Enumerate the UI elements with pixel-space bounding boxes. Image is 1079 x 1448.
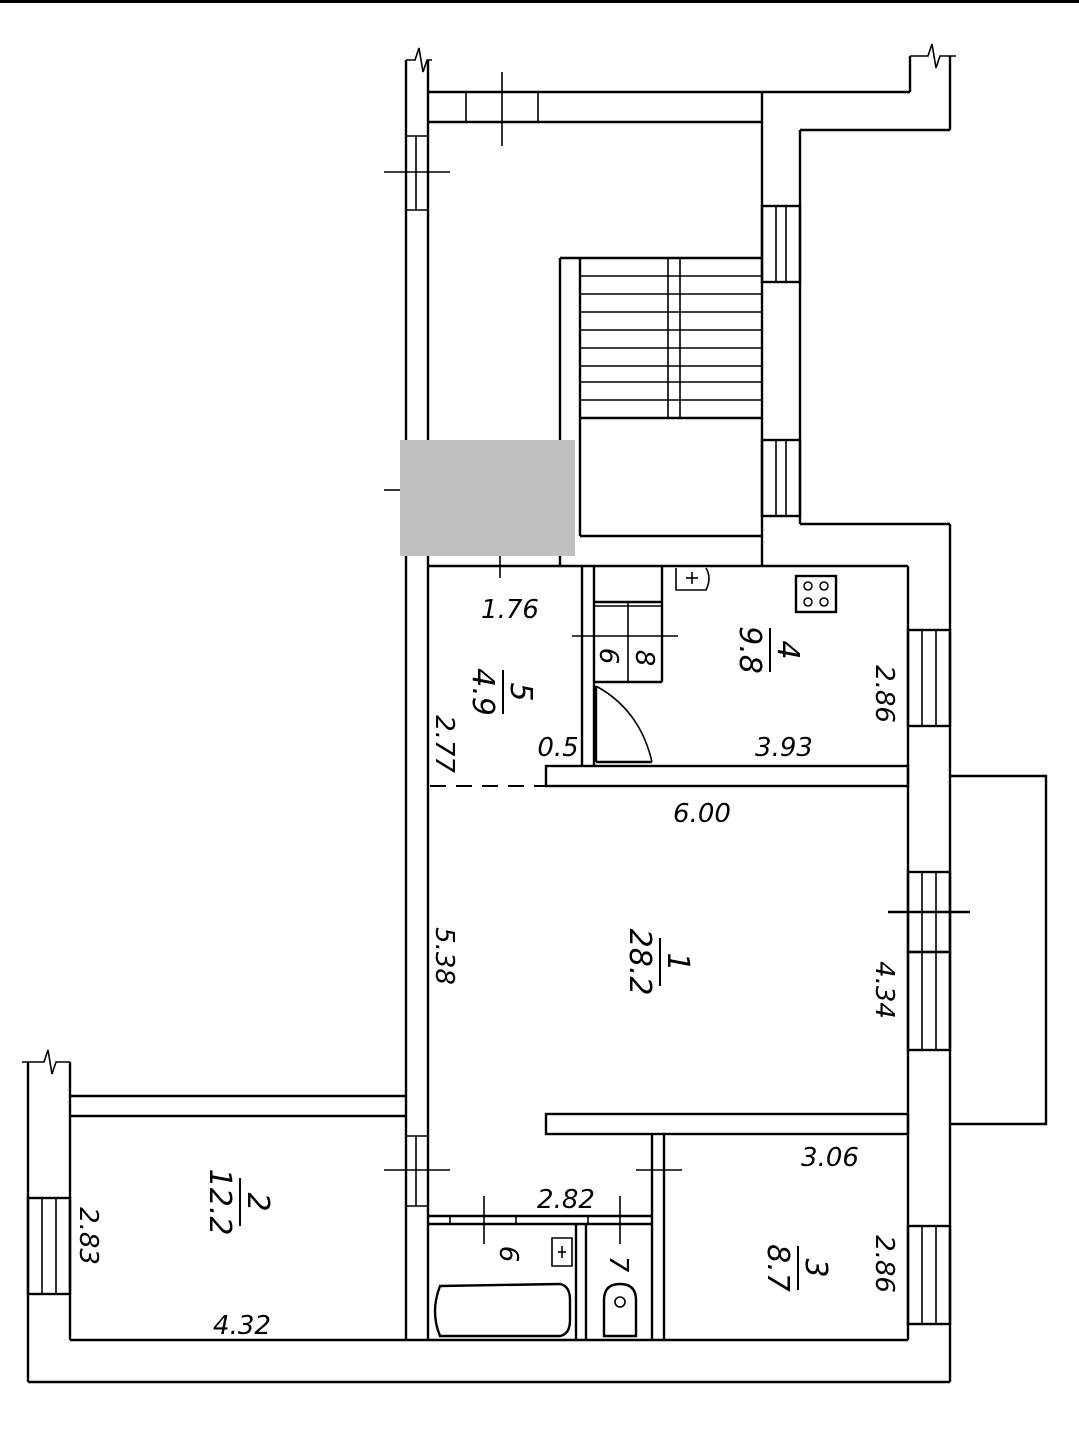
room-4-label: 4 9.8 (732, 626, 805, 674)
room-2-number: 2 (240, 1192, 275, 1211)
room-3-label: 3 8.7 (760, 1244, 833, 1292)
bath-number: 6 (493, 1246, 523, 1263)
room-1-area: 28.2 (622, 929, 657, 996)
room-5-area: 4.9 (465, 668, 500, 716)
wc-number: 7 (603, 1256, 633, 1273)
balcony (950, 774, 1048, 1126)
staircase (558, 256, 762, 566)
stove-icon (794, 574, 838, 614)
kitchen-door (594, 685, 653, 764)
room-4-area: 9.8 (732, 626, 767, 674)
closet-b-number: 8 (629, 650, 659, 667)
dim-3-06: 3.06 (801, 1143, 859, 1173)
dim-2-83: 2.83 (73, 1207, 103, 1265)
room-5-number: 5 (503, 682, 538, 701)
dim-0-5: 0.5 (537, 733, 578, 763)
room-1-label: 1 28.2 (622, 929, 695, 996)
bath-sink-icon (551, 1237, 573, 1267)
dim-2-77: 2.77 (429, 715, 459, 773)
closet-a-number: 6 (593, 648, 623, 665)
dim-2-86-room3: 2.86 (869, 1235, 899, 1293)
dim-4-34: 4.34 (869, 961, 899, 1019)
stair-window-top (760, 204, 802, 284)
room-4-number: 4 (770, 640, 805, 659)
room-1-number: 1 (660, 952, 695, 971)
toilet-icon (602, 1282, 638, 1338)
left-wall-window-top (406, 135, 428, 211)
dim-2-86-kitchen: 2.86 (869, 665, 899, 723)
room-3-area: 8.7 (760, 1244, 795, 1292)
stair-window-bottom (760, 438, 802, 518)
room-5-label: 5 4.9 (465, 668, 538, 716)
living-room-partition (544, 1112, 910, 1136)
living-room-window (888, 870, 970, 1052)
dim-1-76: 1.76 (481, 595, 539, 625)
dim-2-82: 2.82 (537, 1185, 595, 1215)
axis-marks (384, 72, 682, 1244)
room-2-label: 2 12.2 (202, 1169, 275, 1236)
dim-6-00: 6.00 (673, 799, 731, 829)
dim-3-93: 3.93 (755, 733, 813, 763)
dim-4-32: 4.32 (213, 1311, 271, 1341)
kitchen-walls (428, 564, 910, 788)
left-wall-window-bottom (406, 1135, 428, 1207)
room-3-number: 3 (798, 1258, 833, 1277)
room-2-area: 12.2 (202, 1169, 237, 1236)
room3-window (906, 1224, 952, 1326)
bathtub-icon (433, 1282, 572, 1338)
room2-window (26, 1196, 72, 1296)
bathroom-walls (428, 1134, 666, 1340)
kitchen-window (906, 628, 952, 728)
redacted-region (400, 440, 575, 556)
kitchen-sink-icon (675, 567, 710, 591)
dim-5-38: 5.38 (429, 927, 459, 985)
